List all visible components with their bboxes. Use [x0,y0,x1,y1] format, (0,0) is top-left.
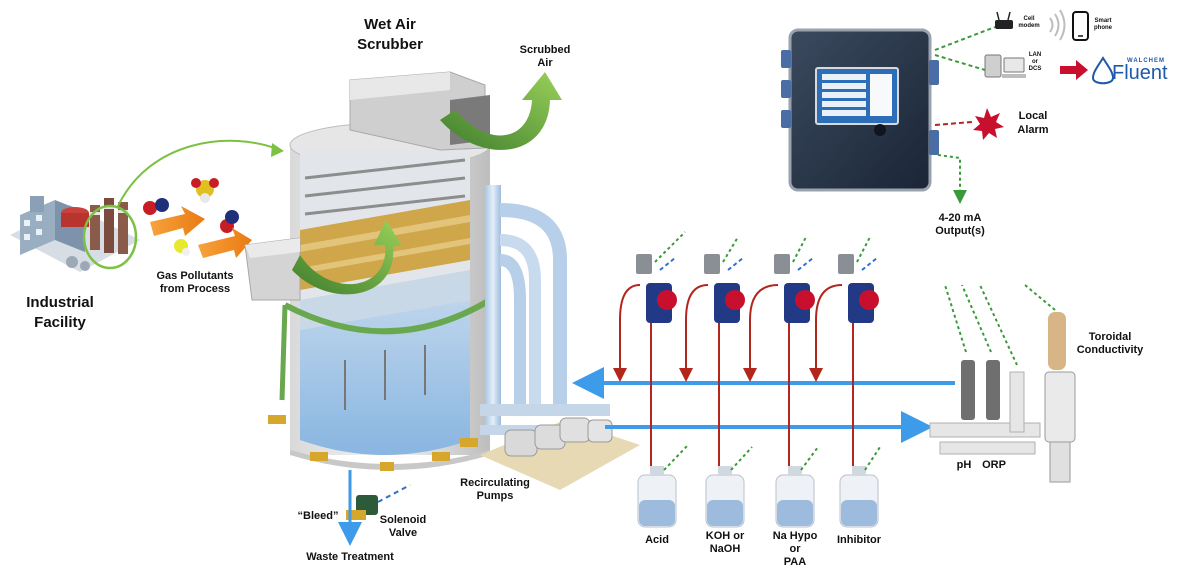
feed-pump-2 [704,236,745,323]
nahypo-label-2: or [789,543,801,555]
orp-label: ORP [982,459,1006,471]
feed-pump-3 [774,236,815,323]
smartphone-icon [1072,11,1089,41]
process-arrow-lower [198,228,252,258]
chemical-tanks [637,444,881,528]
wireless-signal-icon [1049,9,1066,41]
cell-modem-icon [995,11,1013,29]
waste-label: Waste Treatment [306,551,394,563]
recirc-label-2: Pumps [476,490,514,502]
scrubbed-air-label-1: Scrubbed [519,44,571,56]
fluent-brand-logo: Fluent [1112,62,1168,84]
fluent-drop-icon [1091,56,1115,85]
feed-pump-1 [636,231,686,323]
controller-to-alarm [934,121,973,126]
scrubbed-air-arrow [440,72,562,150]
process-arrow-upper [150,206,205,236]
gas-label-1: Gas Pollutants [156,270,234,282]
recirc-label-1: Recirculating [460,477,530,489]
scrubber-tower [268,122,497,471]
inlet-duct [244,237,301,301]
cell-modem-label-2: modem [1018,23,1040,29]
smartphone-label-2: phone [1094,25,1112,31]
fluent-brand-small: WALCHEM [1127,58,1165,64]
koh-label-2: NaOH [709,543,741,555]
title-line-2: Scrubber [357,36,423,53]
bleed-label: “Bleed” [297,510,339,522]
gas-flow-curve-head [271,143,284,157]
facility-label-2: Facility [34,314,86,331]
industrial-facility-illustration [10,196,140,272]
feed-pump-4 [838,236,879,323]
gas-label-2: from Process [159,283,231,295]
alarm-icon [973,108,1004,140]
controller-to-lan [934,54,986,71]
solenoid-label-1: Solenoid [379,514,427,526]
recirculation-pipes [480,185,610,435]
alarm-label-1: Local [1018,110,1048,122]
recirculating-pumps [480,417,640,490]
lan-label-3: DCS [1028,66,1042,72]
solenoid-valve [346,484,411,520]
inhibitor-label: Inhibitor [837,534,881,546]
gas-flow-inside-arrow [292,220,402,295]
lan-label-2: or [1032,59,1038,65]
lan-label-1: LAN [1028,52,1042,58]
solenoid-label-2: Valve [388,527,418,539]
toroidal-label-2: Conductivity [1076,344,1144,356]
controller-to-cell-modem [934,26,996,51]
gas-flow-curve [117,139,281,207]
arrow-to-fluent [1060,60,1088,80]
scrubbed-air-label-2: Air [537,57,553,69]
acid-label: Acid [645,534,669,546]
gas-molecules [143,178,239,256]
walchem-controller [781,28,939,192]
output-label-2: Output(s) [935,225,985,237]
toroidal-label-1: Toroidal [1088,331,1132,343]
facility-label-1: Industrial [26,294,94,311]
controller-to-output [937,154,967,204]
nahypo-label-1: Na Hypo [772,530,818,542]
output-label-1: 4-20 mA [938,212,982,224]
sensor-manifold [929,284,1076,483]
lan-computer-icon [984,54,1026,78]
ph-label: pH [956,459,972,471]
cell-modem-label-1: Cell [1023,16,1035,22]
alarm-label-2: Alarm [1017,124,1049,136]
nahypo-label-3: PAA [783,556,807,568]
title-line-1: Wet Air [364,16,416,33]
koh-label-1: KOH or [705,530,745,542]
smartphone-label-1: Smart [1094,18,1112,24]
